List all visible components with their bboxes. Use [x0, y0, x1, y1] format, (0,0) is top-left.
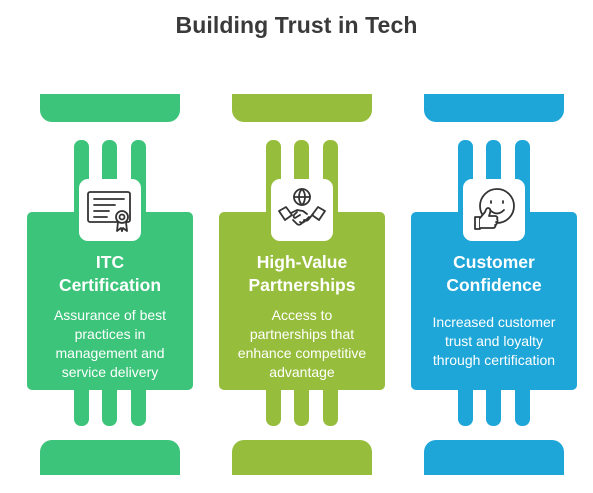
pillar-description: Access to partnerships that enhance comp… — [237, 307, 367, 380]
certificate-icon — [79, 179, 141, 241]
pillar-panel — [219, 212, 385, 390]
pillar-heading: High-Value Partnerships — [248, 252, 356, 295]
pillar-base — [232, 440, 372, 475]
pillar-panel — [27, 212, 193, 390]
pillar-heading: Customer Confidence — [446, 252, 542, 295]
pillar-description: Increased customer trust and loyalty thr… — [432, 314, 556, 368]
pillar-top-cap — [424, 94, 564, 122]
pillar-base — [40, 440, 180, 475]
pillar-panel — [411, 212, 577, 390]
thumbs-up-smiley-icon — [463, 179, 525, 241]
pillar-description: Assurance of best practices in managemen… — [53, 307, 167, 380]
pillar-heading: ITC Certification — [58, 252, 162, 295]
pillar-top-cap — [232, 94, 372, 122]
pillar-base — [424, 440, 564, 475]
pillar-high-value-partnerships: High-Value Partnerships Access to partne… — [219, 0, 385, 493]
diagram-title: Building Trust in Tech — [175, 12, 418, 38]
pillar-itc-certification: ITC Certification Assurance of best prac… — [27, 0, 193, 493]
pillar-customer-confidence: Customer Confidence Increased customer t… — [411, 0, 577, 493]
handshake-globe-icon — [271, 179, 333, 241]
pillar-top-cap — [40, 94, 180, 122]
